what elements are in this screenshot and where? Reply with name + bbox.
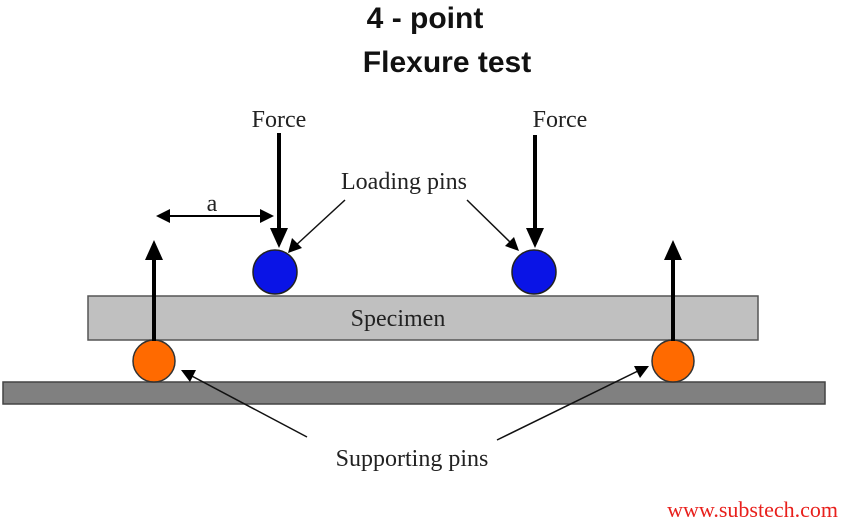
loading-pins-leader-left <box>288 199 346 253</box>
loading-pins-leader-right <box>466 199 519 251</box>
base-support-bar <box>2 381 826 405</box>
specimen-bar <box>87 295 759 341</box>
reaction-arrow-right <box>664 240 682 341</box>
distance-a-arrow <box>156 209 274 223</box>
supporting-pin-left <box>132 339 176 383</box>
loading-pin-right <box>511 249 557 295</box>
title-line-1: 4 - point <box>367 2 484 35</box>
force-label-right: Force <box>533 107 588 133</box>
supporting-pin-right <box>651 339 695 383</box>
supporting-pins-leader-right <box>496 366 649 441</box>
reaction-arrow-left <box>145 240 163 341</box>
supporting-pins-leader-left <box>181 370 308 438</box>
supporting-pins-label: Supporting pins <box>336 446 489 472</box>
force-arrow-left <box>270 133 288 248</box>
force-label-left: Force <box>252 107 307 133</box>
loading-pins-label: Loading pins <box>341 169 467 195</box>
credit-link[interactable]: www.substech.com <box>667 497 838 522</box>
specimen-label: Specimen <box>351 306 446 332</box>
force-arrow-right <box>526 135 544 248</box>
loading-pin-left <box>252 249 298 295</box>
title-line-2: Flexure test <box>363 46 531 79</box>
distance-a-label: a <box>207 191 218 217</box>
